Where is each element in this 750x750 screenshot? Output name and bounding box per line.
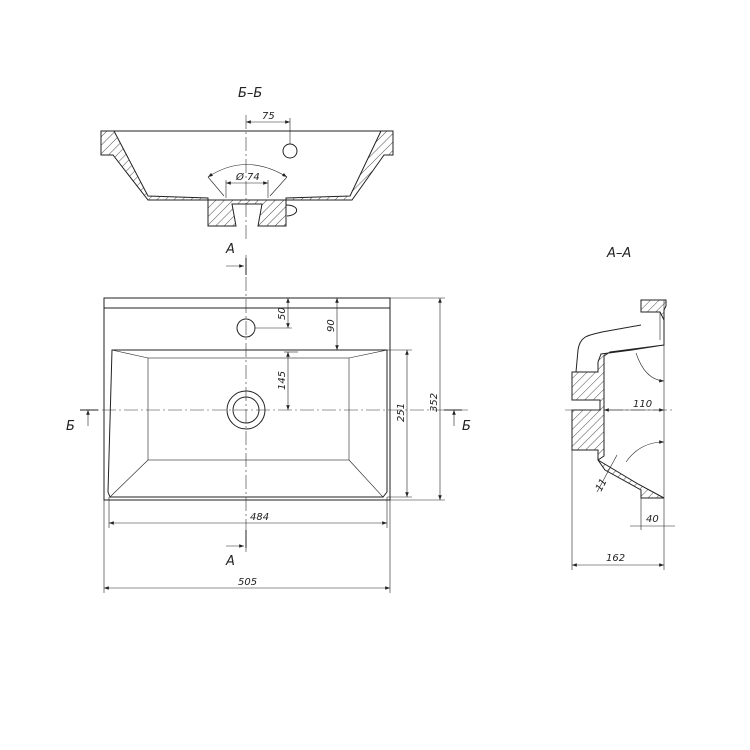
dim-basin-edge: 90 bbox=[326, 319, 337, 332]
dim-drain-depth: 110 bbox=[633, 399, 652, 410]
dim-hole-offset: 75 bbox=[262, 111, 275, 122]
section-bb: Б–Б 75 Ø 74 bbox=[100, 86, 394, 240]
dim-tap-hole: 50 bbox=[277, 307, 288, 320]
dim-lip: 40 bbox=[646, 514, 659, 525]
cut-a-top: A bbox=[225, 242, 235, 257]
dim-outer-width: 505 bbox=[238, 577, 257, 588]
dim-outer-depth: 352 bbox=[429, 393, 440, 412]
section-aa: A–A 110 11 40 162 bbox=[565, 246, 675, 570]
dim-drain-diameter: Ø 74 bbox=[235, 171, 260, 183]
cut-b-right: Б bbox=[462, 419, 471, 434]
plan-view: A A Б Б 50 90 145 251 352 484 505 bbox=[66, 242, 471, 593]
cut-b-left: Б bbox=[66, 419, 75, 434]
dim-total: 162 bbox=[606, 553, 625, 564]
section-aa-title: A–A bbox=[606, 246, 631, 261]
section-bb-title: Б–Б bbox=[238, 86, 262, 101]
dim-wall: 11 bbox=[594, 477, 610, 493]
cut-a-bottom: A bbox=[225, 554, 235, 569]
dim-drain-offset: 145 bbox=[277, 371, 288, 390]
dim-inner-width: 484 bbox=[250, 512, 269, 523]
dim-inner-depth: 251 bbox=[396, 403, 407, 422]
